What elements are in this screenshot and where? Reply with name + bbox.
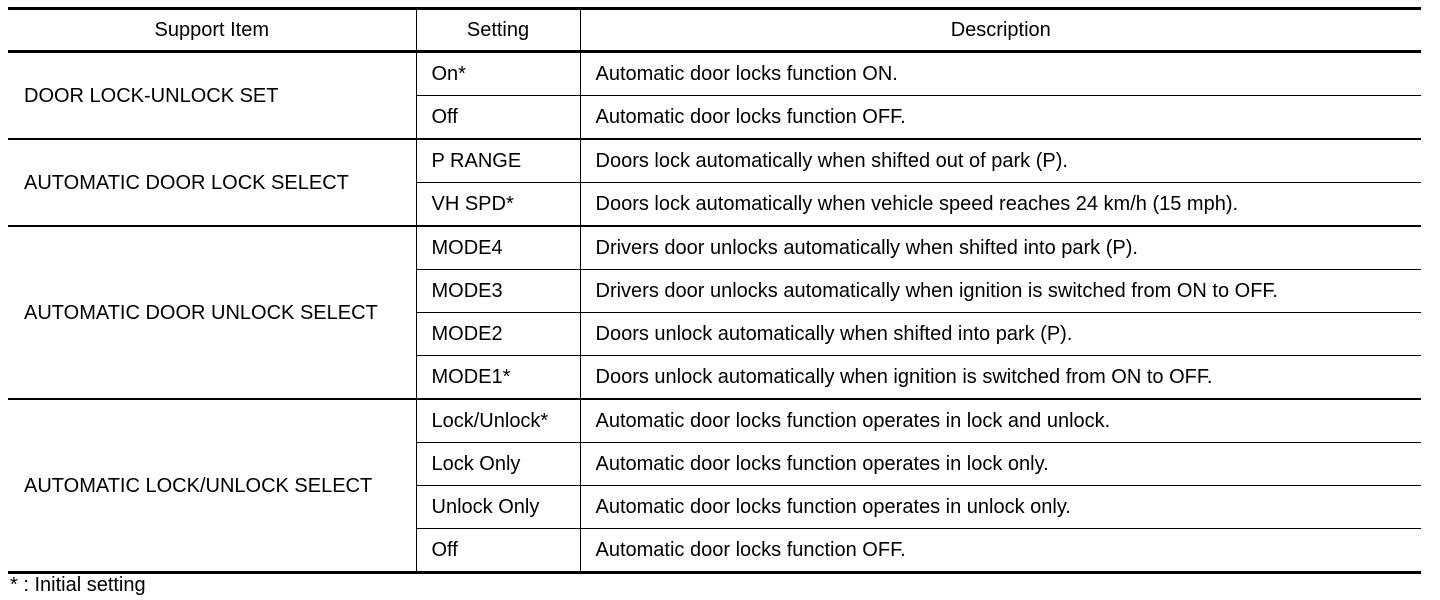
support-item-cell: AUTOMATIC DOOR LOCK SELECT	[8, 139, 416, 227]
description-cell: Automatic door locks function OFF.	[579, 95, 1421, 140]
description-cell: Doors unlock automatically when shifted …	[579, 312, 1421, 356]
table-row: AUTOMATIC DOOR UNLOCK SELECT MODE4 Drive…	[8, 226, 1421, 400]
table-row: Off Automatic door locks function OFF.	[8, 528, 1421, 574]
setting-cell: Lock Only	[415, 442, 580, 486]
table-row: AUTOMATIC LOCK/UNLOCK SELECT Lock/Unlock…	[8, 399, 1421, 574]
setting-cell: VH SPD*	[415, 182, 580, 227]
table-row: VH SPD* Doors lock automatically when ve…	[8, 182, 1421, 227]
setting-cell: Off	[415, 95, 580, 140]
table-body: DOOR LOCK-UNLOCK SET On* Automatic door …	[8, 51, 1421, 574]
table-row: DOOR LOCK-UNLOCK SET On* Automatic door …	[8, 51, 1421, 140]
setting-cell: MODE4	[415, 226, 580, 270]
description-cell: Automatic door locks function operates i…	[579, 442, 1421, 486]
description-cell: Doors lock automatically when vehicle sp…	[579, 182, 1421, 227]
footnote-initial-setting: * : Initial setting	[10, 574, 146, 596]
header-description: Description	[579, 7, 1421, 53]
table-row: AUTOMATIC DOOR LOCK SELECT P RANGE Doors…	[8, 139, 1421, 227]
setting-cell: MODE1*	[415, 355, 580, 400]
setting-cell: MODE2	[415, 312, 580, 356]
table-row: Unlock Only Automatic door locks functio…	[8, 485, 1421, 529]
table-row: Off Automatic door locks function OFF.	[8, 95, 1421, 140]
description-cell: Doors unlock automatically when ignition…	[579, 355, 1421, 400]
setting-cell: MODE3	[415, 269, 580, 313]
description-cell: Automatic door locks function operates i…	[579, 399, 1421, 443]
header-support-item: Support Item	[8, 7, 416, 53]
support-item-table: Support Item Setting Description DOOR LO…	[8, 7, 1421, 574]
table-row: MODE3 Drivers door unlocks automatically…	[8, 269, 1421, 313]
support-item-cell: DOOR LOCK-UNLOCK SET	[8, 51, 416, 140]
description-cell: Automatic door locks function OFF.	[579, 528, 1421, 574]
setting-cell: Unlock Only	[415, 485, 580, 529]
description-cell: Drivers door unlocks automatically when …	[579, 226, 1421, 270]
description-cell: Doors lock automatically when shifted ou…	[579, 139, 1421, 183]
setting-cell: Off	[415, 528, 580, 574]
table-header: Support Item Setting Description	[8, 7, 1421, 53]
description-cell: Automatic door locks function operates i…	[579, 485, 1421, 529]
description-cell: Drivers door unlocks automatically when …	[579, 269, 1421, 313]
support-item-table-container: Support Item Setting Description DOOR LO…	[8, 7, 1421, 574]
support-item-cell: AUTOMATIC LOCK/UNLOCK SELECT	[8, 399, 416, 574]
setting-cell: Lock/Unlock*	[415, 399, 580, 443]
header-row: Support Item Setting Description	[8, 7, 1421, 53]
description-cell: Automatic door locks function ON.	[579, 51, 1421, 96]
setting-cell: On*	[415, 51, 580, 96]
table-row: MODE2 Doors unlock automatically when sh…	[8, 312, 1421, 356]
table-row: MODE1* Doors unlock automatically when i…	[8, 355, 1421, 400]
support-item-cell: AUTOMATIC DOOR UNLOCK SELECT	[8, 226, 416, 400]
header-setting: Setting	[415, 7, 580, 53]
table-row: Lock Only Automatic door locks function …	[8, 442, 1421, 486]
setting-cell: P RANGE	[415, 139, 580, 183]
